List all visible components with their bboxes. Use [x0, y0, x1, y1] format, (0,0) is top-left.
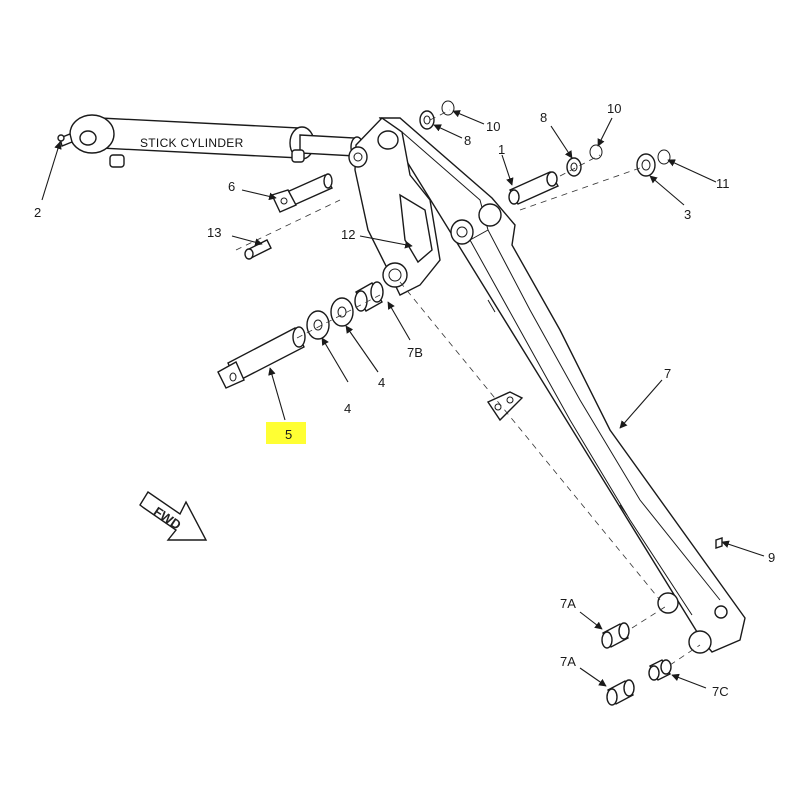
callout-1: 1 — [498, 142, 505, 157]
snap-ring-10-left — [441, 100, 455, 116]
bushing-7c — [648, 659, 672, 681]
snap-ring-10-right — [589, 144, 603, 160]
washer-8-right — [566, 157, 582, 177]
callout-7a-lower: 7A — [560, 654, 576, 669]
callout-11: 11 — [716, 176, 730, 191]
callout-8-left: 8 — [464, 133, 471, 148]
callout-10-left: 10 — [486, 119, 500, 134]
callout-7b: 7B — [407, 345, 423, 360]
bearing-7b — [354, 281, 384, 312]
callout-7a-upper: 7A — [560, 596, 576, 611]
alignment-lines — [235, 109, 701, 666]
forward-direction-arrow: FWD — [139, 491, 208, 541]
stick-cylinder-label: STICK CYLINDER — [140, 136, 244, 150]
pin-6 — [271, 173, 333, 213]
callout-13: 13 — [207, 225, 221, 240]
washer-8-left — [419, 110, 435, 130]
stick-cylinder: STICK CYLINDER — [59, 114, 364, 168]
callout-2: 2 — [34, 205, 41, 220]
shim-4-outer — [306, 310, 330, 340]
shim-4-inner — [330, 297, 354, 327]
callout-8-right: 8 — [540, 110, 547, 125]
pin-5 — [217, 326, 306, 389]
callout-10-right: 10 — [607, 101, 621, 116]
shim-3 — [636, 153, 656, 177]
bushing-7a-upper — [601, 622, 630, 649]
callout-leaders — [41, 110, 765, 689]
grease-fitting-9 — [715, 537, 723, 549]
callout-4-left: 4 — [344, 401, 351, 416]
stick-body — [348, 117, 746, 654]
callout-labels: 1 2 3 4 4 5 6 7 7A 7A 7B 7C 8 8 9 10 10 … — [34, 101, 775, 699]
ring-11 — [657, 149, 671, 165]
bushing-7a-lower — [606, 679, 635, 706]
callout-4-right: 4 — [378, 375, 385, 390]
callout-7c: 7C — [712, 684, 729, 699]
callout-7: 7 — [664, 366, 671, 381]
pin-1 — [508, 171, 559, 205]
callout-12: 12 — [341, 227, 355, 242]
callout-6: 6 — [228, 179, 235, 194]
bolt-2 — [57, 134, 65, 142]
callout-9: 9 — [768, 550, 775, 565]
callout-5: 5 — [285, 427, 292, 442]
callout-5-highlight — [266, 422, 306, 444]
callout-3: 3 — [684, 207, 691, 222]
